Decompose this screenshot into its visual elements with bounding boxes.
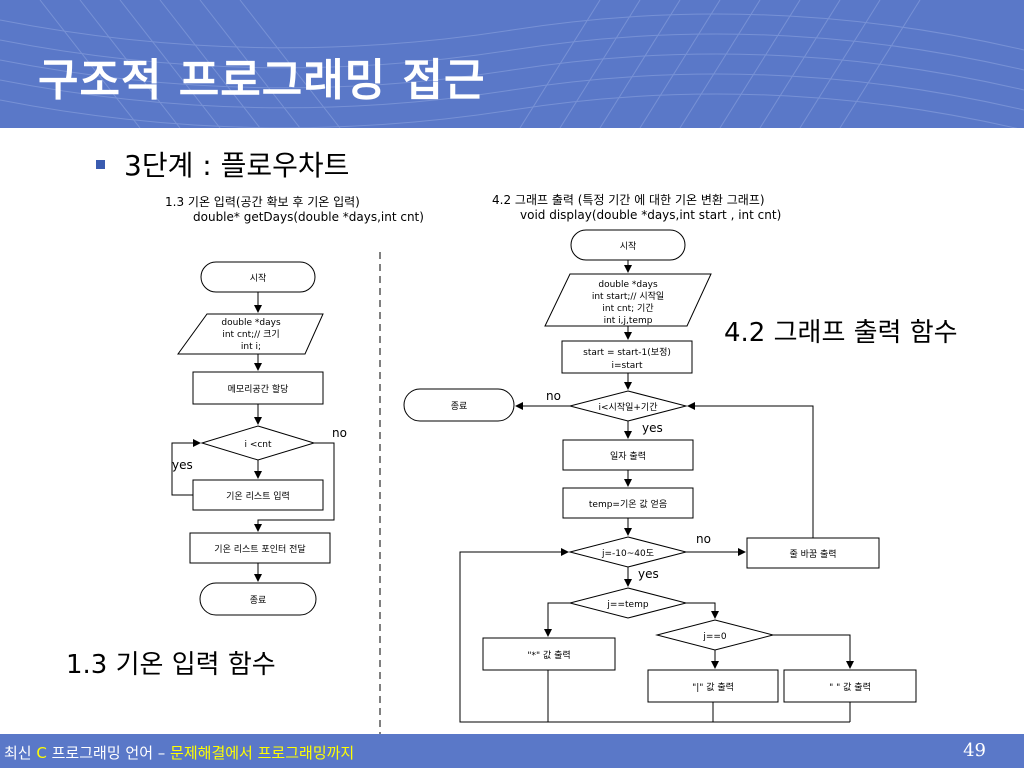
slide-footer: 최신 C 프로그래밍 언어 – 문제해결에서 프로그래밍까지 49 — [0, 734, 1024, 768]
right-cond2-text: j=-10~40도 — [601, 549, 654, 559]
left-input-process — [192, 479, 324, 511]
left-input-text: 기온 리스트 입력 — [226, 490, 290, 502]
bullet-marker — [96, 160, 105, 169]
left-end-terminal — [199, 582, 317, 616]
right-init-line1: start = start-1(보정) — [583, 347, 671, 358]
right-print-bar-process — [647, 669, 779, 703]
left-function-label: 1.3 기온 입력 함수 — [66, 650, 276, 680]
slide-title: 구조적 프로그래밍 접근 — [38, 55, 486, 106]
right-cond3-decision — [568, 587, 688, 619]
footer-part3: 프로그래밍 언어 – — [46, 744, 171, 762]
right-function-label: 4.2 그래프 출력 함수 — [724, 318, 958, 348]
right-cond3-text: j==temp — [606, 600, 648, 610]
page-number: 49 — [963, 740, 986, 761]
right-init-line2: i=start — [611, 361, 642, 371]
left-caption-line2: double* getDays(double *days,int cnt) — [193, 210, 424, 224]
right-caption-line1: 4.2 그래프 출력 (특정 기간 에 대한 기온 변환 그래프) — [492, 193, 765, 207]
right-print-star-process — [482, 637, 616, 671]
right-no2-label: no — [696, 532, 711, 546]
right-end-terminal — [403, 388, 515, 422]
left-return-text: 기온 리스트 포인터 전달 — [214, 543, 305, 555]
left-start-text: 시작 — [250, 273, 267, 284]
right-decl-line1: double *days — [598, 280, 658, 290]
right-no1-label: no — [546, 389, 561, 403]
bullet-text: 3단계 : 플로우차트 — [124, 149, 350, 182]
left-end-text: 종료 — [250, 595, 267, 606]
footer-part1: 최신 — [4, 744, 37, 762]
right-print-date-process — [562, 439, 694, 471]
right-temp-read-process — [562, 487, 694, 519]
slide-header: 구조적 프로그래밍 접근 — [0, 0, 1024, 128]
right-print-space-text: " " 값 출력 — [829, 681, 871, 693]
left-return-process — [189, 532, 331, 564]
right-yes1-label: yes — [642, 421, 663, 435]
right-init-process — [561, 340, 693, 374]
left-caption-line1: 1.3 기온 입력(공간 확보 후 기온 입력) — [165, 195, 360, 209]
right-print-bar-text: "|" 값 출력 — [692, 681, 734, 693]
right-caption-line2: void display(double *days,int start , in… — [520, 208, 782, 222]
right-cond1-text: i<시작일+기간 — [599, 402, 658, 413]
left-decl-line3: int i; — [241, 342, 261, 352]
right-start-text: 시작 — [620, 241, 637, 252]
right-decl-line2: int start;// 시작일 — [592, 291, 664, 302]
left-yes-label: yes — [172, 458, 193, 472]
right-temp-read-text: temp=기온 값 얻음 — [589, 498, 667, 510]
footer-text: 최신 C 프로그래밍 언어 – 문제해결에서 프로그래밍까지 — [4, 742, 354, 763]
right-decl-parallelogram — [544, 273, 712, 327]
right-end-text: 종료 — [451, 401, 468, 412]
header-pattern — [0, 0, 1024, 128]
right-print-star-text: "*" 값 출력 — [527, 649, 570, 661]
right-newline-text: 줄 바꿈 출력 — [789, 548, 836, 560]
right-newline-process — [746, 537, 880, 569]
left-decl-parallelogram — [177, 313, 324, 355]
right-cond4-text: j==0 — [702, 632, 727, 642]
left-alloc-text: 메모리공간 할당 — [228, 384, 289, 395]
left-cond-text: i <cnt — [244, 440, 272, 450]
left-alloc-process — [192, 371, 324, 405]
left-decl-line2: int cnt;// 크기 — [222, 329, 279, 340]
footer-part4: 문제해결에서 프로그래밍까지 — [170, 744, 355, 762]
left-no-label: no — [332, 426, 347, 440]
footer-part2: C — [36, 744, 47, 762]
right-print-date-text: 일자 출력 — [610, 450, 646, 462]
right-print-space-process — [783, 669, 917, 703]
right-decl-line4: int i,j,temp — [604, 316, 653, 326]
flowchart-diagram: 시작 double *days int cnt;// 크기 int i; 메모리… — [171, 229, 917, 734]
left-decl-line1: double *days — [221, 318, 281, 328]
right-decl-line3: int cnt; 기간 — [602, 303, 653, 314]
right-yes2-label: yes — [638, 567, 659, 581]
